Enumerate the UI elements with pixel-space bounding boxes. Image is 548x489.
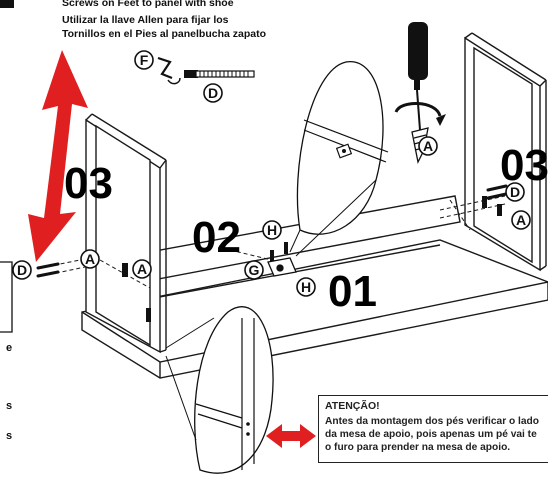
panel-screws-left (36, 262, 60, 278)
svg-text:A: A (423, 138, 433, 154)
warning-line-3: o furo para prender na mesa de apoio. (325, 442, 511, 453)
allen-key-icon (157, 56, 181, 85)
instruction-line-2: Utilizar la llave Allen para fijar los (62, 14, 229, 26)
long-screw-icon (184, 70, 255, 78)
step-number-base: 01 (328, 267, 377, 316)
svg-text:H: H (301, 279, 311, 295)
part-label-h-lower: H (296, 277, 316, 297)
zoom-detail-leg (165, 306, 274, 474)
part-label-a-right: A (511, 210, 531, 230)
instruction-line-3: Tornillos en el Pies al panelbucha zapat… (62, 28, 267, 40)
svg-text:D: D (208, 85, 218, 101)
warning-line-1: Antes da montagem dos pés verificar o la… (325, 416, 539, 427)
warning-box: ATENÇÃO! Antes da montagem dos pés verif… (318, 395, 548, 463)
leg-screws (122, 196, 502, 322)
panel-screws-right (486, 184, 508, 200)
part-label-a-screwdriver: A (418, 136, 438, 156)
step-number-left-panel: 03 (64, 159, 113, 208)
svg-text:A: A (516, 212, 526, 228)
cam-lock-fitting (267, 257, 297, 277)
edge-text-s1: s (6, 400, 13, 412)
part-label-d-right: D (505, 182, 525, 202)
svg-text:D: D (17, 262, 27, 278)
part-label-a-left: A (80, 249, 100, 269)
svg-text:A: A (85, 251, 95, 267)
warning-arrow (266, 424, 316, 448)
svg-text:A: A (137, 261, 147, 277)
warning-line-2: da mesa de apoio, pois apenas um pé vai … (325, 429, 537, 440)
part-label-d-top: D (203, 83, 223, 103)
svg-text:H: H (267, 222, 277, 238)
edge-text-s2: s (6, 430, 13, 442)
height-arrow (28, 50, 88, 262)
instruction-line-1: Screws on Feet to panel with shoe (62, 0, 234, 9)
part-label-f: F (134, 50, 154, 70)
part-label-a-bottom: A (132, 259, 152, 279)
base-panel (81, 239, 548, 379)
zoom-detail-hardware (289, 61, 389, 257)
part-label-g: G (244, 260, 264, 280)
part-label-d-left: D (12, 260, 32, 280)
edge-text-e: e (6, 342, 13, 354)
edge-box (0, 261, 13, 333)
step-number-back-panel: 02 (192, 213, 241, 262)
left-side-frame (85, 113, 167, 354)
svg-text:D: D (510, 184, 520, 200)
corner-mark (0, 0, 14, 8)
part-label-h-upper: H (262, 220, 282, 240)
svg-text:F: F (140, 52, 149, 68)
warning-title: ATENÇÃO! (325, 400, 380, 412)
svg-text:G: G (249, 262, 260, 278)
step-number-right-panel: 03 (500, 141, 548, 190)
